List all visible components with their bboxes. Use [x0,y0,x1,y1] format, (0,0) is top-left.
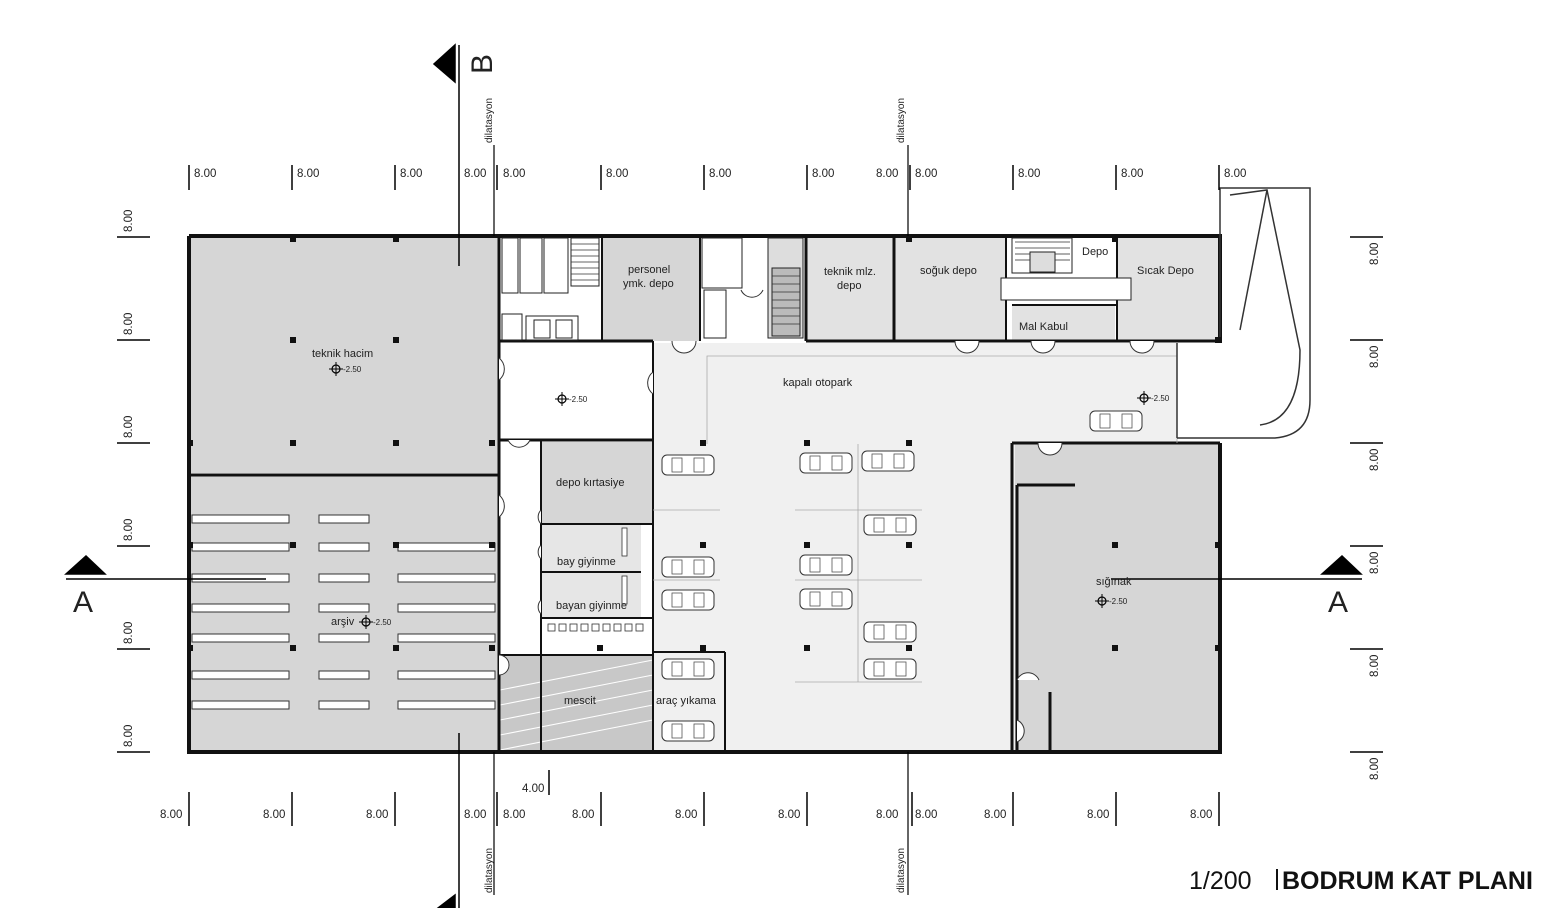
dimension-label: 8.00 [915,809,937,821]
dimension-label: 8.00 [1190,809,1212,821]
room-mal-kabul: Mal Kabul [1019,321,1068,333]
dilatation-label: dilatasyon [484,98,495,143]
title-name: BODRUM KAT PLANI [1282,867,1533,895]
mescit-hatch [499,659,654,751]
room-arac-yikama: araç yıkama [656,695,717,707]
dimension-label: 8.00 [1224,168,1246,180]
parking-lines [653,355,1178,683]
dilatation-label: dilatasyon [484,848,495,893]
dimension-label: 8.00 [709,168,731,180]
dimension-label: 8.00 [297,168,319,180]
dimension-label: 8.00 [123,210,135,232]
dimension-label: 8.00 [123,725,135,747]
dimension-ticks [117,165,1383,826]
ramp [1176,187,1311,439]
dimension-label: 8.00 [1369,552,1381,574]
section-b-top: B [466,54,499,74]
room-bay-giyinme: bay giyinme [557,556,616,568]
dilatation-labels: dilatasyon dilatasyon dilatasyon dilatas… [484,98,907,893]
room-soguk-depo: soğuk depo [920,265,977,277]
level-label: -2.50 [1109,597,1128,606]
room-kapali-otopark: kapalı otopark [783,377,853,389]
dimension-label: 8.00 [123,622,135,644]
top-dimensions: 8.00 8.00 8.00 8.00 8.00 8.00 8.00 8.00 … [194,168,1246,180]
room-teknik-hacim: teknik hacim [312,348,373,360]
dilatation-label: dilatasyon [896,98,907,143]
level-label: -2.50 [373,618,392,627]
dimension-label: 8.00 [160,809,182,821]
room-depo-kirtasiye: depo kırtasiye [556,477,624,489]
dimension-label: 8.00 [778,809,800,821]
dimension-label: 8.00 [400,168,422,180]
bottom-dimensions: 8.00 8.00 8.00 8.00 8.00 8.00 8.00 8.00 … [160,783,1212,821]
columns [187,236,1221,651]
room-sicak-depo: Sıcak Depo [1137,265,1194,277]
dimension-label: 8.00 [123,519,135,541]
left-dimensions: 8.00 8.00 8.00 8.00 8.00 8.00 [123,210,135,747]
room-teknik-mlz-1: teknik mlz. [824,266,876,278]
archive-shelves [191,514,496,710]
service-core [501,237,1132,341]
dilatation-lines [493,145,909,895]
level-label: -2.50 [343,365,362,374]
level-labels: -2.50 -2.50 -2.50 -2.50 -2.50 [343,365,1170,627]
dimension-label-small: 4.00 [522,783,544,795]
room-bayan-giyinme: bayan giyinme [556,600,627,612]
dimension-label: 8.00 [366,809,388,821]
dimension-label: 8.00 [1369,243,1381,265]
level-label: -2.50 [569,395,588,404]
dimension-label: 8.00 [812,168,834,180]
room-siginak: sığınak [1096,576,1132,588]
dilatation-label: dilatasyon [896,848,907,893]
dimension-label: 8.00 [503,168,525,180]
dimension-label: 8.00 [1369,449,1381,471]
dimension-label: 8.00 [1018,168,1040,180]
section-a-left: A [73,586,93,619]
dimension-label: 8.00 [464,168,486,180]
dimension-label: 8.00 [1369,346,1381,368]
dimension-label: 8.00 [606,168,628,180]
section-a-right: A [1328,586,1348,619]
room-personel-1: personel [628,264,670,276]
dimension-label: 8.00 [876,168,898,180]
room-mescit: mescit [564,695,596,707]
dimension-label: 8.00 [1369,655,1381,677]
dimension-label: 8.00 [1087,809,1109,821]
dimension-label: 8.00 [263,809,285,821]
section-line-b [432,43,460,908]
dimension-label: 8.00 [503,809,525,821]
room-labels: teknik hacim arşiv personel ymk. depo te… [312,246,1194,707]
dimension-label: 8.00 [123,416,135,438]
dimension-label: 8.00 [1369,758,1381,780]
room-teknik-mlz-2: depo [837,280,861,292]
dimension-label: 8.00 [194,168,216,180]
section-line-a [64,554,1363,580]
stair-treads [571,241,1070,325]
room-depo: Depo [1082,246,1108,258]
room-personel-2: ymk. depo [623,278,674,290]
dimension-label: 8.00 [915,168,937,180]
dimension-label: 8.00 [984,809,1006,821]
room-arsiv: arşiv [331,616,355,628]
title-scale: 1/200 [1189,867,1252,895]
dimension-label: 8.00 [1121,168,1143,180]
dimension-label: 8.00 [572,809,594,821]
dimension-label: 8.00 [123,313,135,335]
doors [498,289,1155,743]
right-dimensions: 8.00 8.00 8.00 8.00 8.00 8.00 [1369,243,1381,780]
dimension-label: 8.00 [464,809,486,821]
drawing-title: 1/200 BODRUM KAT PLANI [1189,867,1533,895]
level-label: -2.50 [1151,394,1170,403]
room-fills [189,236,1220,752]
dimension-label: 8.00 [876,809,898,821]
lockers [547,527,644,632]
dimension-label: 8.00 [675,809,697,821]
section-letters: A A B [73,54,1348,619]
